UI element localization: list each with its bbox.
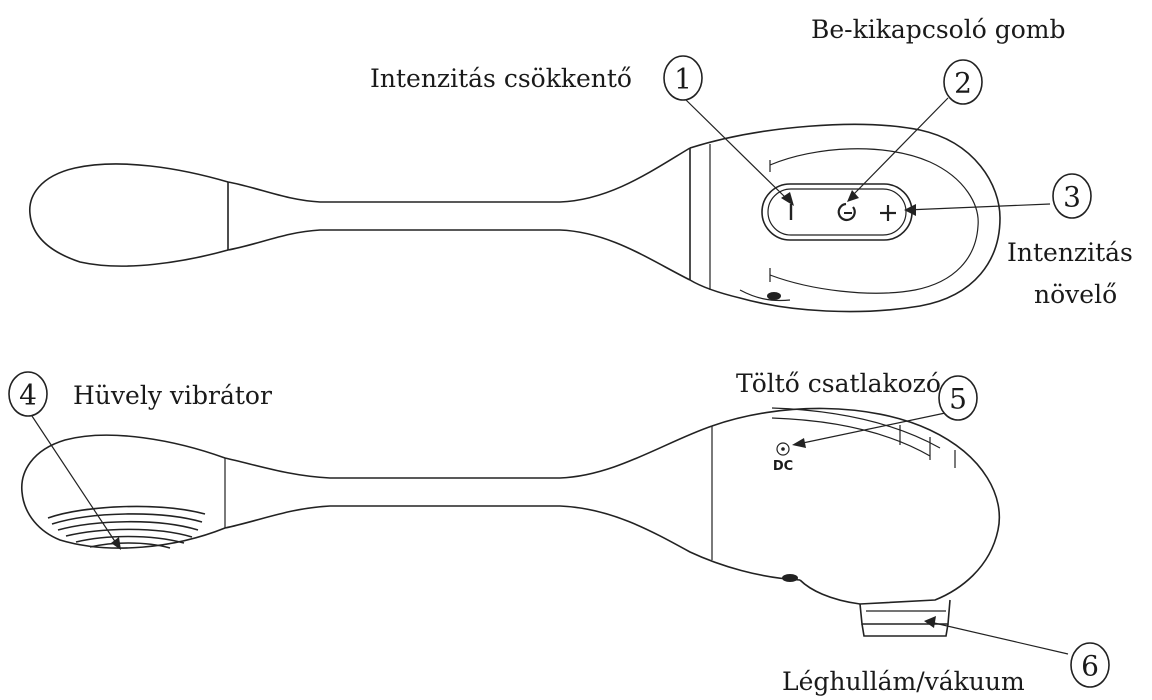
- callout-5: 5: [938, 375, 978, 421]
- dc-port-label: DC: [773, 459, 793, 474]
- callout-4: 4: [8, 371, 48, 417]
- label-air-wave: Léghullám/vákuum: [782, 667, 1025, 696]
- svg-text:6: 6: [1081, 650, 1099, 683]
- label-intensity-up-line1: Intenzitás: [1007, 238, 1133, 267]
- dc-port[interactable]: DC: [773, 442, 793, 474]
- callout-1: 1: [663, 55, 703, 101]
- svg-text:2: 2: [954, 67, 972, 100]
- svg-text:3: 3: [1063, 181, 1081, 214]
- label-power-button: Be-kikapcsoló gomb: [811, 15, 1065, 44]
- leader-line-5: [797, 411, 951, 445]
- device-side-view: [21, 407, 1001, 637]
- power-icon[interactable]: [837, 202, 856, 222]
- label-vaginal-vibrator: Hüvely vibrátor: [73, 381, 272, 410]
- plus-icon[interactable]: [880, 205, 896, 221]
- leader-line-3: [905, 203, 1051, 211]
- label-intensity-down: Intenzitás csökkentő: [370, 64, 632, 93]
- callout-3: 3: [1052, 173, 1092, 219]
- callout-2: 2: [943, 59, 983, 105]
- svg-text:4: 4: [19, 379, 37, 412]
- svg-text:5: 5: [949, 383, 967, 416]
- leader-line-4: [27, 409, 119, 547]
- label-intensity-up-line2: növelő: [1034, 280, 1117, 309]
- label-charging-port: Töltő csatlakozó: [736, 369, 941, 398]
- svg-text:1: 1: [674, 63, 692, 96]
- callout-6: 6: [1070, 642, 1110, 688]
- leader-line-6: [929, 621, 1069, 655]
- device-top-view: [29, 123, 1001, 313]
- leader-line-1: [683, 97, 789, 201]
- leader-line-2: [851, 97, 949, 197]
